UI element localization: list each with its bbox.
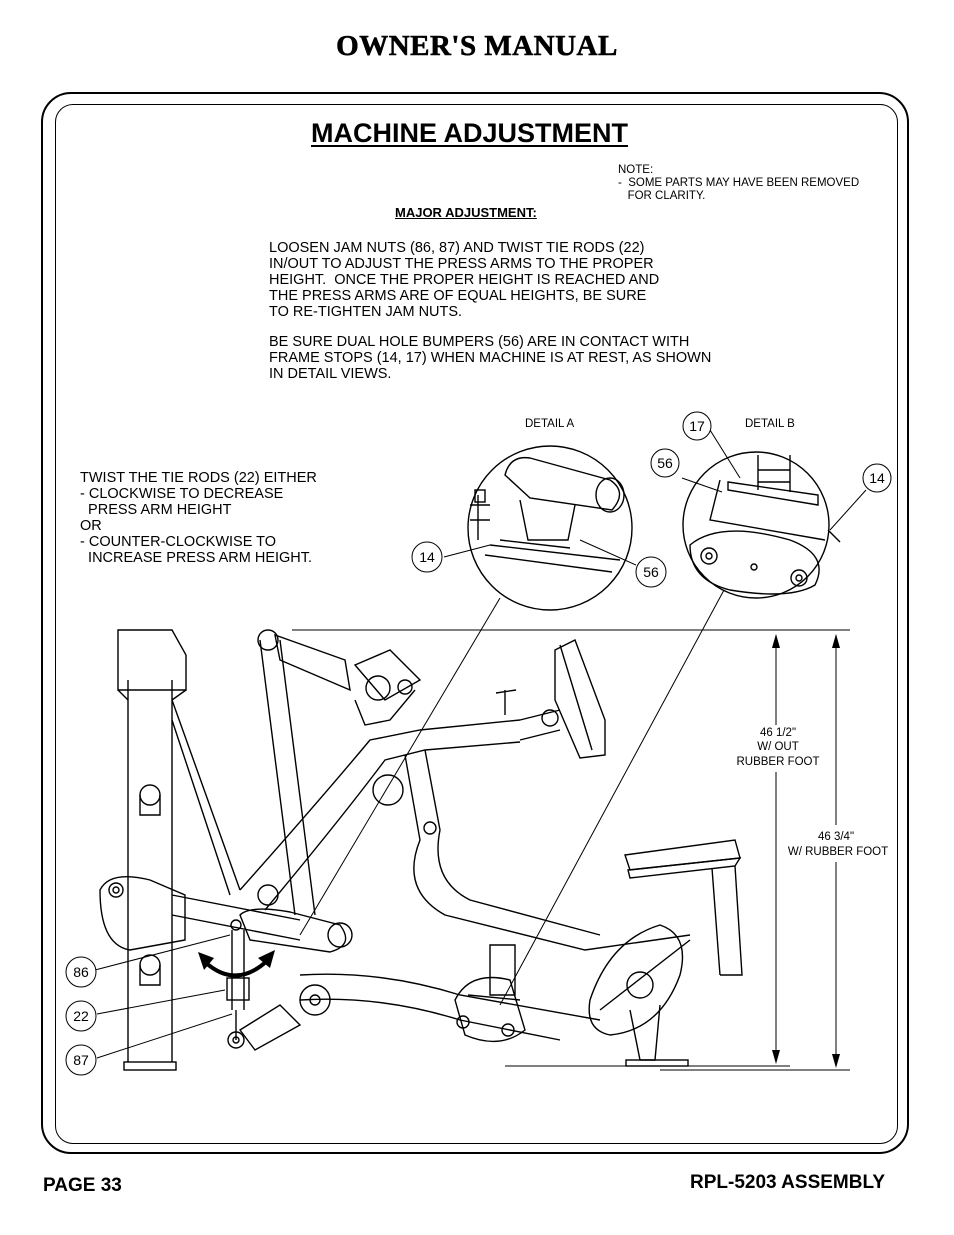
section-title: MACHINE ADJUSTMENT — [311, 118, 628, 148]
page-number: PAGE 33 — [43, 1175, 122, 1196]
dim-outer-line-1: 46 3/4" — [818, 831, 854, 843]
callout-22: 22 — [73, 1008, 89, 1024]
rotation-arrow-icon — [198, 950, 275, 978]
dim-inner-line-1: 46 1/2" — [760, 727, 796, 739]
dim-inner-line-2: W/ OUT — [757, 741, 799, 753]
callout-14-detail-b: 14 — [869, 470, 885, 486]
page-frame-outer — [41, 92, 909, 1154]
note-text: NOTE: - SOME PARTS MAY HAVE BEEN REMOVED… — [618, 164, 860, 202]
callout-17: 17 — [689, 418, 705, 434]
callout-87: 87 — [73, 1052, 89, 1068]
major-adjustment-paragraph-1: LOOSEN JAM NUTS (86, 87) AND TWIST TIE R… — [269, 240, 660, 320]
detail-b-label: DETAIL B — [745, 418, 795, 430]
callout-56-detail-b: 56 — [657, 455, 673, 471]
dim-inner-line-3: RUBBER FOOT — [736, 756, 819, 768]
machine-frame — [99, 629, 743, 1071]
twist-instructions: TWIST THE TIE RODS (22) EITHER - CLOCKWI… — [80, 470, 317, 566]
detail-a-view — [467, 445, 633, 611]
manual-title: OWNER'S MANUAL — [336, 30, 618, 63]
major-adjustment-paragraph-2: BE SURE DUAL HOLE BUMPERS (56) ARE IN CO… — [269, 334, 712, 382]
callout-86: 86 — [73, 964, 89, 980]
detail-a-label: DETAIL A — [525, 418, 575, 430]
dim-outer-line-2: W/ RUBBER FOOT — [788, 846, 888, 858]
callout-56-detail-a: 56 — [643, 564, 659, 580]
major-adjustment-heading: MAJOR ADJUSTMENT: — [395, 205, 537, 220]
height-dimension — [292, 629, 850, 1071]
detail-b-view — [682, 451, 841, 599]
assembly-name: RPL-5203 ASSEMBLY — [690, 1172, 885, 1193]
page-frame-inner — [55, 104, 898, 1144]
callout-14-detail-a: 14 — [419, 549, 435, 565]
